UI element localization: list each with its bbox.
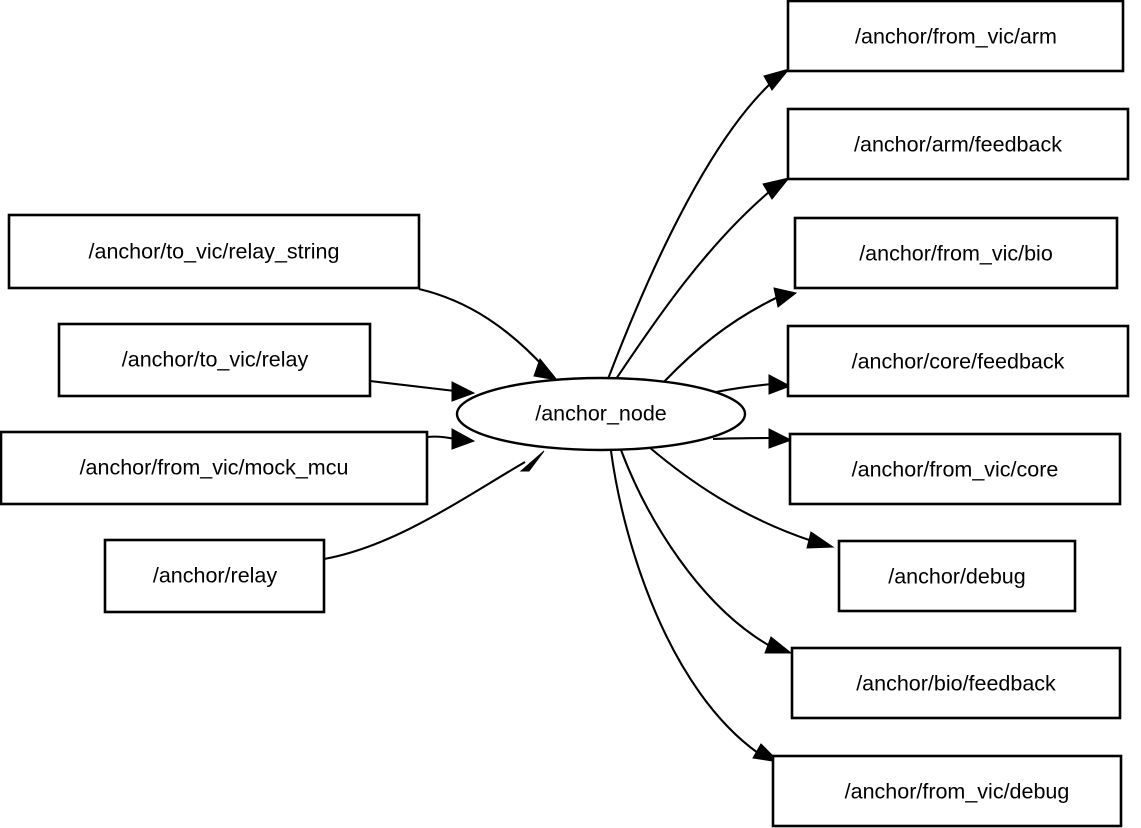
arrowhead-icon [806,531,835,549]
edge-path [609,450,759,754]
node-box-shape[interactable] [793,216,1119,290]
node-bio-feedback[interactable]: /anchor/bio/feedback [790,646,1122,720]
arrowhead-icon [768,374,792,395]
node-from-vic-bio[interactable]: /anchor/from_vic/bio [793,216,1119,290]
edge-path [620,449,771,647]
node-arm-feedback[interactable]: /anchor/arm/feedback [786,107,1130,181]
node-from-vic-debug[interactable]: /anchor/from_vic/debug [771,754,1123,828]
edge-path [648,446,813,542]
edge-path [369,379,456,393]
node-label-core-feedback: /anchor/core/feedback [852,350,1065,374]
arrowhead-icon [773,287,798,308]
edge-to-vic-relay [369,379,476,402]
node-debug[interactable]: /anchor/debug [837,539,1077,613]
node-box-shape[interactable] [788,432,1122,506]
edge-path [607,83,771,380]
edge-out-bio-feedback [620,449,793,654]
arrowhead-icon [764,636,793,654]
edge-path [418,287,546,369]
edge-out-from-vic-bio [660,287,798,386]
node-to-vic-relay-string[interactable]: /anchor/to_vic/relay_string [7,213,421,290]
node-to-vic-relay[interactable]: /anchor/to_vic/relay [57,322,372,398]
edge-to-vic-relay-string [418,287,559,381]
arrowhead-icon [451,381,476,402]
edge-out-from-vic-core [712,428,793,449]
edge-from-vic-mock-mcu [426,428,476,450]
node-from-vic-arm[interactable]: /anchor/from_vic/arm [786,0,1125,73]
node-label-from-vic-core: /anchor/from_vic/core [852,458,1059,482]
node-box-shape[interactable] [0,430,429,506]
node-label-from-vic-bio: /anchor/from_vic/bio [859,242,1053,266]
arrowhead-icon [763,68,791,91]
arrowhead-icon [762,177,791,200]
edge-path [660,296,779,386]
edge-path [712,436,773,441]
node-label-to-vic-relay: /anchor/to_vic/relay [122,348,309,372]
arrowhead-icon [519,450,545,472]
edge-path [615,191,770,380]
node-box-shape[interactable] [7,213,421,290]
node-label-from-vic-arm: /anchor/from_vic/arm [855,25,1057,49]
edge-anchor-relay [323,450,545,561]
node-label-from-vic-debug: /anchor/from_vic/debug [845,780,1070,804]
node-ellipse-shape[interactable] [455,376,747,452]
edge-path [323,461,526,561]
node-from-vic-core[interactable]: /anchor/from_vic/core [788,432,1122,506]
node-box-shape[interactable] [786,107,1130,181]
node-label-to-vic-relay-string: /anchor/to_vic/relay_string [89,240,340,264]
edge-out-from-vic-debug [609,450,781,763]
edge-out-debug [648,446,835,549]
node-box-shape[interactable] [771,754,1123,828]
edge-out-core-feedback [715,374,792,395]
node-relay[interactable]: /anchor/relay [103,538,326,614]
node-label-bio-feedback: /anchor/bio/feedback [856,672,1056,696]
node-label-debug: /anchor/debug [888,565,1025,589]
node-label-anchor-node: /anchor_node [535,402,667,426]
subscriber-node-group: /anchor/from_vic/arm /anchor/arm/feedbac… [771,0,1130,828]
edge-path [426,435,456,441]
node-box-shape[interactable] [103,538,326,614]
node-box-shape[interactable] [790,646,1122,720]
node-label-relay: /anchor/relay [153,564,278,588]
arrowhead-icon [768,428,793,449]
edge-path [715,382,773,394]
node-label-arm-feedback: /anchor/arm/feedback [854,133,1062,157]
arrowhead-icon [533,357,559,381]
publisher-node-group: /anchor/to_vic/relay_string /anchor/to_v… [0,213,429,614]
node-box-shape[interactable] [57,322,372,398]
node-box-shape[interactable] [786,324,1130,398]
node-from-vic-mock-mcu[interactable]: /anchor/from_vic/mock_mcu [0,430,429,506]
node-anchor-node[interactable]: /anchor_node [455,376,747,452]
edge-layer [323,68,835,763]
node-box-shape[interactable] [786,0,1125,73]
node-core-feedback[interactable]: /anchor/core/feedback [786,324,1130,398]
edge-out-arm-feedback [615,177,791,380]
node-label-from-vic-mock-mcu: /anchor/from_vic/mock_mcu [80,456,349,480]
node-box-shape[interactable] [837,539,1077,613]
arrowhead-icon [451,428,476,450]
edge-out-from-vic-arm [607,68,791,380]
